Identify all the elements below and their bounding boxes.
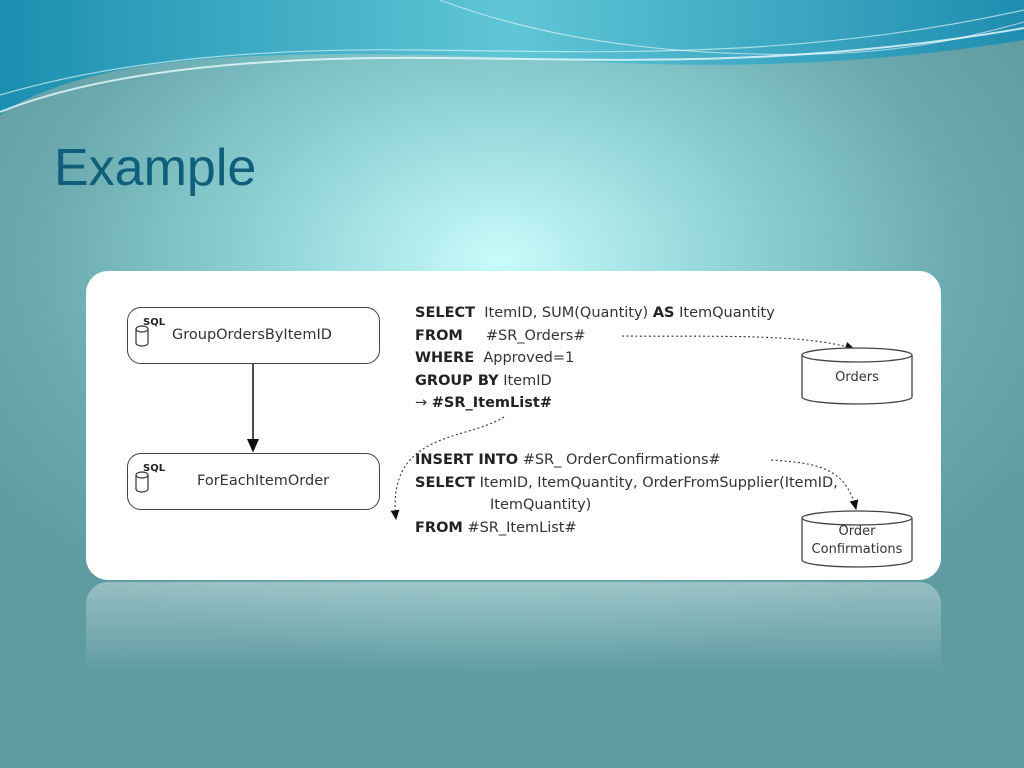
keyword-from: FROM (415, 327, 463, 344)
database-icon (135, 471, 149, 493)
orders-link-arrow (621, 335, 856, 351)
keyword-select: SELECT (415, 305, 476, 321)
diagram-card: SQL GroupOrdersByItemID SQL ForEachItemO… (86, 271, 941, 580)
query-2-line-select: SELECT ItemID, ItemQuantity, OrderFromSu… (415, 472, 838, 495)
target-order-confirmations: #SR_ OrderConfirmations# (522, 452, 721, 468)
query-1-line-from: FROM #SR_Orders# (415, 325, 775, 348)
query-1-line-where: WHERE Approved=1 (415, 347, 775, 370)
query-2-text: INSERT INTO #SR_ OrderConfirmations# SEL… (415, 449, 838, 539)
select-columns-continued: ItemQuantity) (490, 497, 592, 513)
database-name-line-2: Confirmations (811, 542, 903, 557)
source-orders: #SR_Orders# (485, 327, 586, 344)
keyword-from: FROM (415, 519, 463, 536)
output-arrow-icon: → (415, 395, 428, 411)
select-columns: ItemID, SUM(Quantity) (484, 305, 649, 321)
order-confirmations-database-label: Order Confirmations (802, 523, 912, 559)
sql-tag: SQL (143, 463, 166, 474)
keyword-select: SELECT (415, 474, 476, 491)
query-1-line-select: SELECT ItemID, SUM(Quantity) AS ItemQuan… (415, 302, 775, 325)
slide-title: Example (54, 139, 257, 197)
source-item-list: #SR_ItemList# (467, 519, 577, 536)
itemlist-link-arrow (390, 416, 505, 521)
alias-item-quantity: ItemQuantity (679, 305, 775, 321)
header-wave-decoration (0, 0, 1024, 115)
where-condition: Approved=1 (483, 350, 575, 366)
keyword-as: AS (652, 305, 675, 321)
keyword-insert-into: INSERT INTO (415, 452, 519, 468)
task-label: ForEachItemOrder (197, 473, 330, 489)
task-group-orders-by-item-id[interactable]: SQL GroupOrdersByItemID (127, 307, 380, 364)
order-confirmations-database-cylinder (801, 510, 913, 568)
keyword-group-by: GROUP BY (415, 372, 499, 389)
keyword-where: WHERE (415, 350, 475, 366)
query-2-line-continuation: ItemQuantity) (415, 494, 838, 517)
database-name: Orders (835, 370, 879, 385)
orders-database-cylinder (801, 347, 913, 405)
task-label: GroupOrdersByItemID (172, 327, 332, 343)
database-name-line-1: Order (838, 524, 876, 539)
diagram-connectors (247, 335, 913, 568)
select-columns: ItemID, ItemQuantity, OrderFromSupplier(… (479, 474, 838, 491)
query-2-line-from: FROM #SR_ItemList# (415, 517, 838, 540)
query-1-text: SELECT ItemID, SUM(Quantity) AS ItemQuan… (415, 302, 775, 415)
output-item-list: #SR_ItemList# (431, 395, 552, 411)
query-1-line-output: → #SR_ItemList# (415, 392, 775, 415)
card-reflection (86, 582, 941, 672)
task-for-each-item-order[interactable]: SQL ForEachItemOrder (127, 453, 380, 510)
orders-database-label: Orders (802, 369, 912, 387)
sql-tag: SQL (143, 317, 166, 328)
query-1-line-group-by: GROUP BY ItemID (415, 370, 775, 393)
query-2-line-insert: INSERT INTO #SR_ OrderConfirmations# (415, 449, 838, 472)
database-icon (135, 325, 149, 347)
group-column: ItemID (503, 372, 552, 389)
confirmations-link-arrow (770, 459, 859, 511)
